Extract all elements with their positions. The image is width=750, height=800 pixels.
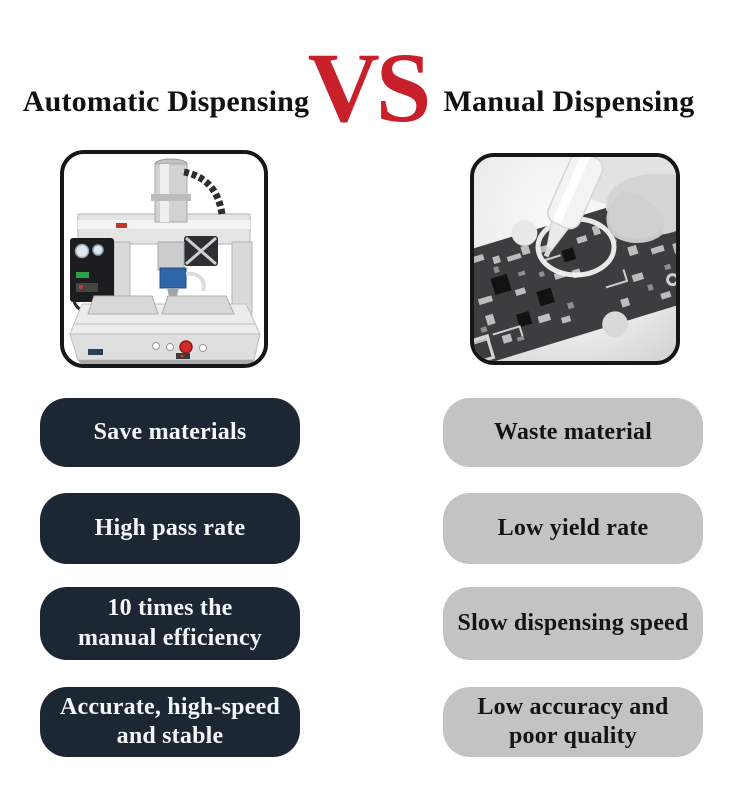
advantage-pill-efficiency: 10 times the manual efficiency (40, 587, 300, 660)
automatic-dispensing-machine-image (60, 150, 268, 368)
pill-label: Slow dispensing speed (457, 609, 689, 636)
dispensing-robot-illustration (64, 154, 264, 364)
pill-label: Waste material (493, 418, 653, 445)
disadvantage-pill-slow-speed: Slow dispensing speed (443, 587, 703, 660)
pill-label: Low accuracy and poor quality (477, 693, 669, 749)
pill-label: Accurate, high-speed and stable (60, 693, 280, 749)
disadvantage-pill-low-accuracy: Low accuracy and poor quality (443, 687, 703, 757)
right-column-title: Manual Dispensing (443, 85, 695, 118)
disadvantage-pill-waste-material: Waste material (443, 398, 703, 467)
left-column-title: Automatic Dispensing (22, 85, 310, 118)
advantage-pill-save-materials: Save materials (40, 398, 300, 467)
manual-dispensing-photo (470, 153, 680, 365)
pill-label: 10 times the manual efficiency (77, 595, 263, 651)
vs-text: VS (307, 32, 432, 143)
disadvantage-pill-low-yield: Low yield rate (443, 493, 703, 564)
pill-label: Low yield rate (497, 514, 649, 541)
advantage-pill-high-pass-rate: High pass rate (40, 493, 300, 564)
pill-label: High pass rate (94, 514, 246, 541)
pcb-hand-bottle-illustration (474, 157, 676, 361)
advantage-pill-accurate-stable: Accurate, high-speed and stable (40, 687, 300, 757)
pill-label: Save materials (93, 418, 247, 445)
